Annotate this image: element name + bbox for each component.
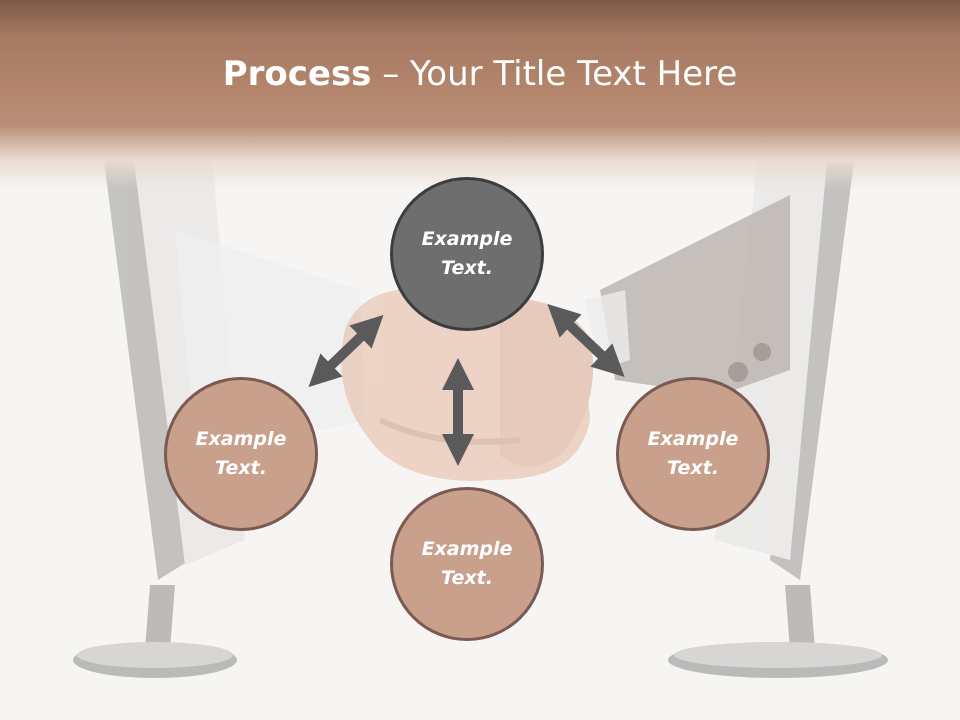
title-rest: – Your Title Text Here — [371, 54, 738, 94]
arrow-top-right — [547, 304, 625, 377]
node-top: Example Text. — [390, 177, 544, 331]
node-left: Example Text. — [164, 377, 318, 531]
node-right: Example Text. — [616, 377, 770, 531]
right-sleeve — [600, 195, 790, 395]
node-left-label: Example Text. — [195, 428, 287, 479]
title-header-band — [0, 0, 960, 190]
node-bottom-label: Example Text. — [421, 538, 513, 589]
node-top-label: Example Text. — [421, 228, 513, 279]
slide-title: Process – Your Title Text Here — [0, 52, 960, 96]
arrow-top-left — [308, 314, 384, 388]
node-right-label: Example Text. — [647, 428, 739, 479]
title-bold: Process — [222, 54, 372, 94]
node-bottom: Example Text. — [390, 487, 544, 641]
